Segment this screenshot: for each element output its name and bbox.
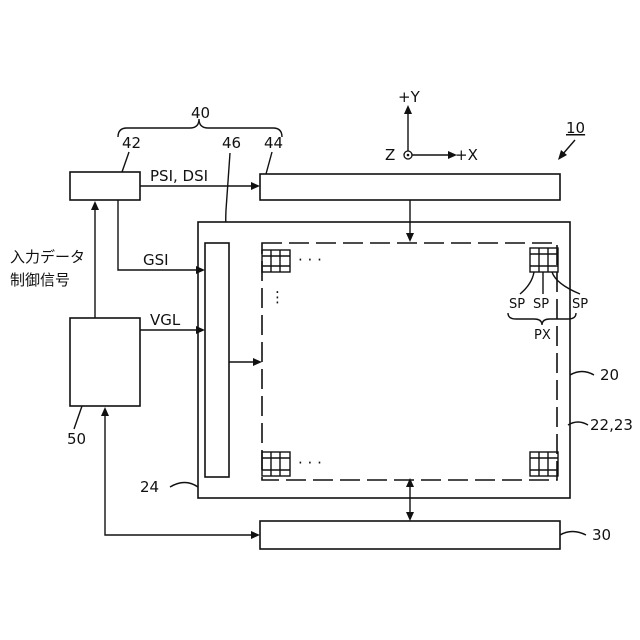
subpixel-label-2: SP [533, 297, 549, 312]
ellipsis-bottom: · · · [298, 454, 322, 472]
timing-controller-box [70, 172, 140, 200]
ellipsis-left: ⋮ [270, 288, 285, 306]
source-driver-box [260, 174, 560, 200]
ref-device: 10 [566, 119, 585, 137]
signal-vgl: VGL [150, 311, 181, 329]
ref-backlight: 30 [592, 526, 611, 544]
power-unit-box [70, 318, 140, 406]
ref-timing-controller: 42 [122, 134, 141, 152]
controller-group-brace: 40 [118, 104, 282, 137]
signal-psi-dsi: PSI, DSI [150, 167, 208, 185]
axis-x-label: +X [455, 146, 478, 164]
backlight-box [260, 521, 560, 549]
ellipsis-top: · · · [298, 251, 322, 269]
ref-gate-driver: 46 [222, 134, 241, 152]
ref-panel: 20 [600, 366, 619, 384]
subpixel-label-1: SP [509, 297, 525, 312]
ref-power: 50 [67, 430, 86, 448]
signal-gsi: GSI [143, 251, 169, 269]
gate-driver-box [205, 243, 229, 477]
ref-peripheral: 24 [140, 478, 159, 496]
coordinate-axes: +Y +X Z [385, 88, 478, 164]
input-label-line2: 制御信号 [10, 271, 70, 289]
axis-z-label: Z [385, 146, 395, 164]
subpixel-label-3: SP [572, 297, 588, 312]
input-label-line1: 入力データ [10, 248, 85, 266]
axis-y-label: +Y [398, 88, 421, 106]
ref-controller-group: 40 [191, 104, 210, 122]
pixel-label: PX [534, 328, 551, 343]
ref-source-driver: 44 [264, 134, 283, 152]
ref-active-area: 22,23 [590, 416, 633, 434]
